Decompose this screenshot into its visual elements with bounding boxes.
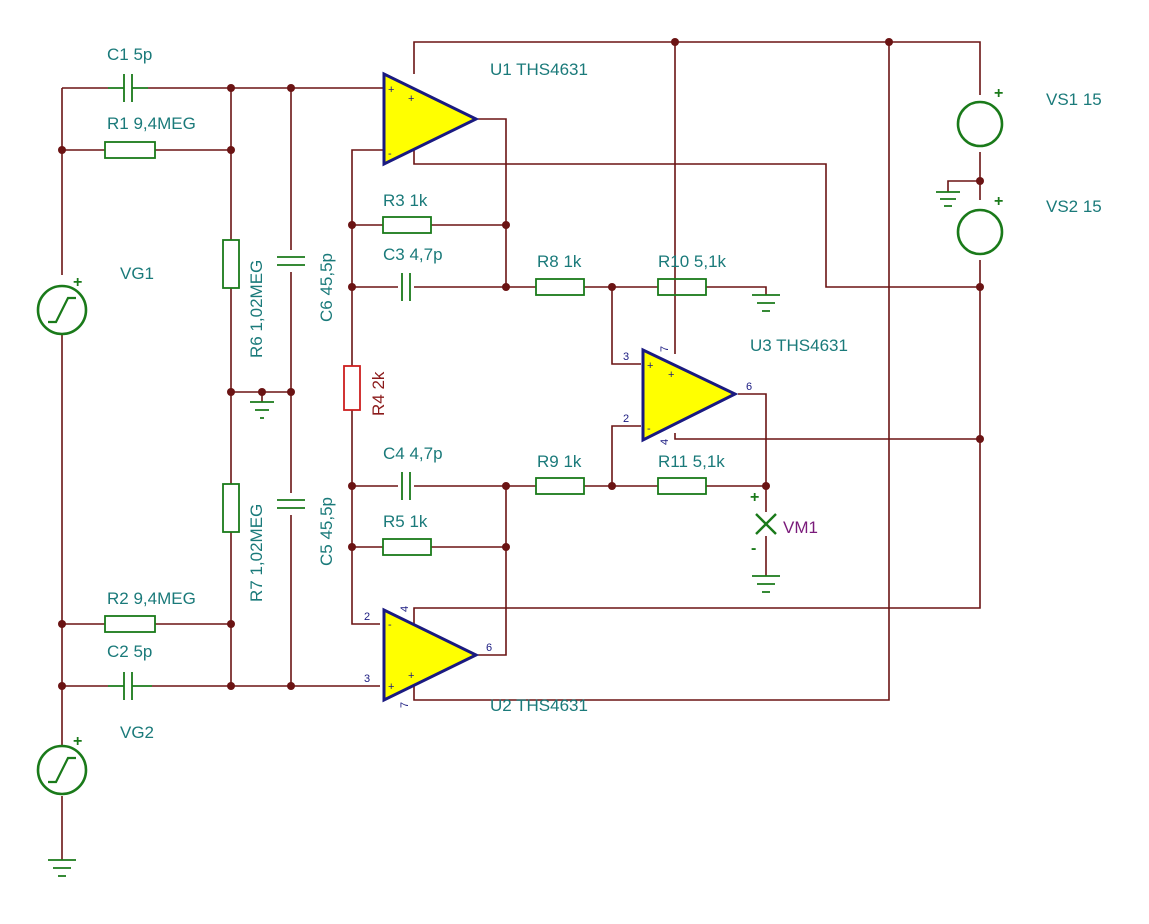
junctions (58, 38, 984, 690)
resistor-r5[interactable] (382, 538, 432, 556)
u2-vpos-sign: + (408, 670, 414, 682)
u3-pin-vpos: 7 (659, 346, 671, 352)
resistor-r1[interactable] (104, 141, 156, 159)
vm1-minus-sign: - (751, 540, 756, 557)
u3-vpos-sign: + (668, 369, 674, 381)
u2-pin-vpos: 7 (399, 702, 411, 708)
opamp-u2[interactable]: - + + 2 3 6 4 7 (364, 606, 492, 708)
resistor-r2[interactable] (104, 615, 156, 633)
label-r2: R2 9,4MEG (107, 589, 196, 608)
label-u3: U3 THS4631 (750, 336, 848, 355)
label-r6: R6 1,02MEG (247, 260, 266, 358)
resistor-r3[interactable] (382, 216, 432, 234)
u3-pin-inv: 2 (623, 413, 629, 425)
ground-icon (752, 575, 780, 593)
dc-voltage-source-icon[interactable]: + (956, 193, 1003, 256)
capacitor-c1[interactable] (108, 74, 148, 102)
ground-icon (936, 191, 960, 207)
u2-pin-noninv: 3 (364, 673, 370, 685)
u2-pin-vneg: 4 (399, 606, 411, 612)
step-voltage-generator-icon[interactable]: + (36, 274, 88, 336)
ground-icon (48, 859, 76, 877)
label-c4: C4 4,7p (383, 444, 443, 463)
step-voltage-generator-icon[interactable]: + (36, 733, 88, 796)
capacitor-c5[interactable] (277, 499, 305, 509)
wires (61, 41, 981, 860)
capacitor-c4[interactable] (401, 472, 411, 500)
resistor-r8[interactable] (535, 278, 585, 296)
label-vm1: VM1 (783, 518, 818, 537)
u1-minus-sign: - (388, 148, 392, 160)
label-c1: C1 5p (107, 45, 152, 64)
u2-plus-sign: + (388, 681, 394, 693)
label-r11: R11 5,1k (658, 452, 725, 471)
label-r5: R5 1k (383, 512, 428, 531)
label-r1: R1 9,4MEG (107, 114, 196, 133)
capacitor-c6[interactable] (277, 256, 305, 266)
label-vg1: VG1 (120, 264, 154, 283)
u2-pin-out: 6 (486, 642, 492, 654)
u3-pin-out: 6 (746, 381, 752, 393)
vg1-plus-sign: + (73, 274, 82, 291)
label-c5: C5 45,5p (317, 497, 336, 566)
vs1-plus-sign: + (994, 85, 1003, 102)
label-vs1: VS1 15 (1046, 90, 1102, 109)
resistor-r7[interactable] (222, 483, 240, 533)
label-c6: C6 45,5p (317, 253, 336, 322)
u2-minus-sign: - (388, 619, 392, 631)
u3-pin-vneg: 4 (659, 439, 671, 445)
resistor-r4[interactable] (343, 365, 361, 411)
label-vg2: VG2 (120, 723, 154, 742)
ground-icon (250, 401, 274, 419)
label-r10: R10 5,1k (658, 252, 727, 271)
capacitor-c3[interactable] (401, 273, 411, 301)
label-r8: R8 1k (537, 252, 582, 271)
resistor-r11[interactable] (657, 477, 707, 495)
label-r3: R3 1k (383, 191, 428, 210)
label-c3: C3 4,7p (383, 245, 443, 264)
u2-pin-inv: 2 (364, 611, 370, 623)
resistor-r10[interactable] (657, 278, 707, 296)
label-r9: R9 1k (537, 452, 582, 471)
label-vs2: VS2 15 (1046, 197, 1102, 216)
resistor-r9[interactable] (535, 477, 585, 495)
ground-icon (752, 294, 780, 312)
opamp-u3[interactable]: + + - 3 2 6 7 4 (623, 346, 752, 445)
voltmeter-icon[interactable]: + - (750, 489, 777, 557)
label-u1: U1 THS4631 (490, 60, 588, 79)
resistor-r6[interactable] (222, 239, 240, 289)
vs2-plus-sign: + (994, 193, 1003, 210)
u3-pin-noninv: 3 (623, 351, 629, 363)
dc-voltage-source-icon[interactable]: + (956, 85, 1003, 148)
u1-vpos-sign: + (408, 93, 414, 105)
label-c2: C2 5p (107, 642, 152, 661)
capacitor-c2[interactable] (108, 672, 152, 700)
u1-plus-sign: + (388, 84, 394, 96)
label-r7: R7 1,02MEG (247, 504, 266, 602)
u3-plus-sign: + (647, 360, 653, 372)
label-u2: U2 THS4631 (490, 696, 588, 715)
opamp-u1[interactable]: + + - (380, 71, 480, 167)
vm1-plus-sign: + (750, 489, 759, 506)
label-r4: R4 2k (369, 371, 388, 416)
u3-minus-sign: - (647, 423, 651, 435)
vg2-plus-sign: + (73, 733, 82, 750)
